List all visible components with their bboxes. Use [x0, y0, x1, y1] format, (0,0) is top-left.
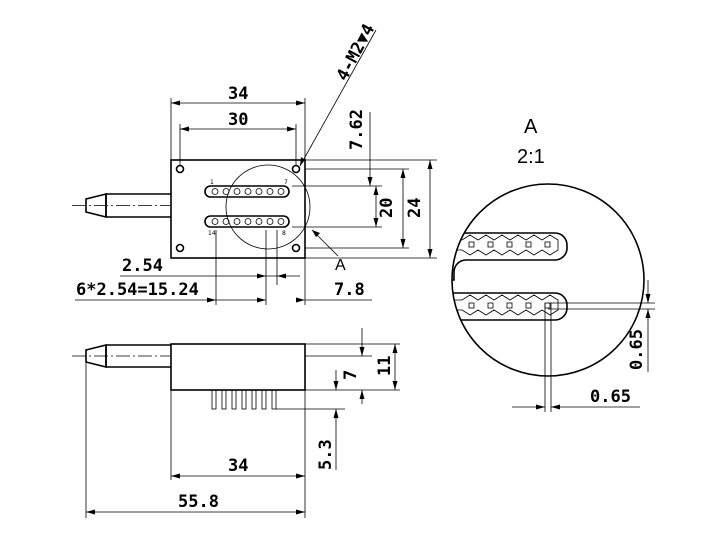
dim-hole-height: 24	[405, 198, 425, 218]
dim-side-outer-height: 11	[375, 356, 395, 376]
top-view-body	[170, 159, 306, 259]
detail-a-view: A 2:1 0.65	[451, 116, 655, 412]
dim-detail-gap: 0.65	[590, 387, 631, 407]
top-view: 1 7 14 8 4-M2▼4 A 34 30 7.62	[72, 21, 437, 305]
detail-scale: 2:1	[517, 146, 545, 168]
detail-title: A	[524, 116, 538, 138]
pin-label: 1	[210, 179, 214, 186]
thread-callout: 4-M2▼4	[333, 21, 379, 85]
dim-pitch: 2.54	[122, 256, 163, 276]
side-view-body	[170, 343, 306, 391]
mount-hole	[291, 243, 301, 253]
pin-label: 8	[282, 230, 286, 237]
pin-label: 7	[284, 179, 288, 186]
mount-hole	[175, 164, 185, 174]
pin-row-top	[211, 188, 285, 195]
dim-right-offset: 7.8	[334, 280, 365, 300]
dim-row-spacing: 20	[377, 198, 397, 218]
side-pins	[211, 389, 277, 410]
dim-detail-pin: 0.65	[627, 329, 647, 370]
dim-hole-spacing: 30	[228, 110, 248, 130]
dim-side-inner-height: 7	[341, 370, 361, 380]
mount-hole	[291, 164, 301, 174]
dim-pin-length: 5.3	[316, 439, 336, 470]
detail-circle	[451, 183, 645, 377]
dim-top-width: 34	[228, 84, 248, 104]
detail-a-region	[225, 164, 311, 250]
dim-pin-row-offset: 7.62	[347, 109, 367, 150]
detail-marker: A	[335, 257, 346, 274]
mount-hole	[175, 243, 185, 253]
pin-row-bottom	[211, 218, 285, 225]
dim-total-length: 55.8	[178, 492, 219, 512]
pin-label: 14	[208, 230, 216, 237]
dim-side-body-width: 34	[228, 456, 248, 476]
dim-pitch-total: 6*2.54=15.24	[76, 280, 199, 300]
side-view: 7 11 5.3 34 55.8	[72, 328, 400, 518]
